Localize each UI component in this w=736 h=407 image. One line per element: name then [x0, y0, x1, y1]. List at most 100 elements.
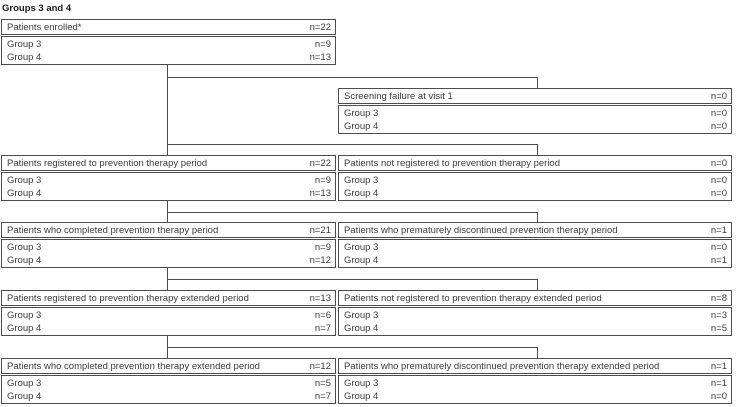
group-label: Group 4 — [7, 52, 42, 63]
group-n-value: n=0 — [710, 108, 727, 119]
box-n-value: n=22 — [309, 157, 331, 169]
group-row: Group 4 n=0 — [344, 187, 727, 200]
connector-branch-line — [167, 279, 538, 280]
group-label: Group 3 — [7, 310, 42, 321]
box-title: Patients who prematurely discontinued pr… — [344, 360, 660, 372]
box-body: Group 3 n=0 Group 4 n=1 — [338, 239, 732, 268]
box-n-value: n=0 — [710, 157, 727, 169]
box-title: Patients enrolled* — [7, 21, 82, 33]
group-row: Group 4 n=13 — [7, 187, 331, 200]
connector-branch-line — [167, 144, 538, 145]
box-header: Patients not registered to prevention th… — [338, 290, 732, 306]
group-label: Group 3 — [7, 378, 42, 389]
box-header: Patients who completed prevention therap… — [1, 222, 336, 238]
connector-stub-line — [537, 347, 538, 358]
group-n-value: n=1 — [710, 255, 727, 266]
group-n-value: n=13 — [309, 188, 331, 199]
group-label: Group 3 — [344, 378, 379, 389]
box-n-value: n=0 — [710, 90, 727, 102]
group-label: Group 4 — [344, 391, 379, 402]
box-header: Patients enrolled* n=22 — [1, 19, 336, 35]
group-n-value: n=9 — [314, 39, 331, 50]
group-n-value: n=5 — [314, 378, 331, 389]
connector-spine-line — [167, 65, 168, 155]
flow-box-patients-enrolled: Patients enrolled* n=22 Group 3 n=9 Group… — [1, 19, 336, 65]
group-label: Group 4 — [344, 255, 379, 266]
box-title: Patients registered to prevention therap… — [7, 157, 208, 169]
group-row: Group 4 n=1 — [344, 254, 727, 267]
box-body: Group 3 n=0 Group 4 n=0 — [338, 172, 732, 201]
connector-branch-line — [167, 212, 538, 213]
flow-box-registered-therapy: Patients registered to prevention therap… — [1, 155, 336, 201]
group-row: Group 4 n=5 — [344, 322, 727, 335]
connector-stub-line — [537, 77, 538, 88]
flow-box-completed-extended: Patients who completed prevention therap… — [1, 358, 336, 404]
flow-box-not-registered-extended: Patients not registered to prevention th… — [338, 290, 732, 336]
group-n-value: n=6 — [314, 310, 331, 321]
flow-box-discontinued-therapy: Patients who prematurely discontinued pr… — [338, 222, 732, 268]
box-title: Patients who completed prevention therap… — [7, 224, 219, 236]
box-title: Screening failure at visit 1 — [344, 90, 453, 102]
group-label: Group 4 — [7, 255, 42, 266]
box-header: Patients who completed prevention therap… — [1, 358, 336, 374]
box-n-value: n=1 — [710, 360, 727, 372]
group-label: Group 3 — [7, 175, 42, 186]
group-label: Group 4 — [344, 121, 379, 132]
flow-box-completed-therapy: Patients who completed prevention therap… — [1, 222, 336, 268]
group-row: Group 3 n=0 — [344, 174, 727, 187]
box-header: Patients not registered to prevention th… — [338, 155, 732, 171]
connector-branch-line — [167, 77, 538, 78]
group-row: Group 4 n=7 — [7, 390, 331, 403]
box-header: Patients registered to prevention therap… — [1, 155, 336, 171]
group-label: Group 3 — [344, 108, 379, 119]
box-header: Screening failure at visit 1 n=0 — [338, 88, 732, 104]
group-label: Group 4 — [7, 391, 42, 402]
flow-box-registered-extended: Patients registered to prevention therap… — [1, 290, 336, 336]
group-n-value: n=0 — [710, 188, 727, 199]
group-label: Group 4 — [344, 323, 379, 334]
connector-branch-line — [167, 347, 538, 348]
group-label: Group 4 — [344, 188, 379, 199]
group-row: Group 3 n=6 — [7, 309, 331, 322]
connector-stub-line — [537, 279, 538, 290]
group-label: Group 3 — [344, 175, 379, 186]
group-label: Group 3 — [344, 310, 379, 321]
box-body: Group 3 n=5 Group 4 n=7 — [1, 375, 336, 404]
group-n-value: n=12 — [309, 255, 331, 266]
group-row: Group 3 n=9 — [7, 38, 331, 51]
group-n-value: n=0 — [710, 175, 727, 186]
group-n-value: n=0 — [710, 121, 727, 132]
box-header: Patients registered to prevention therap… — [1, 290, 336, 306]
box-body: Group 3 n=0 Group 4 n=0 — [338, 105, 732, 134]
flow-box-screening-failure: Screening failure at visit 1 n=0 Group 3… — [338, 88, 732, 134]
group-label: Group 4 — [7, 188, 42, 199]
flow-box-discontinued-extended: Patients who prematurely discontinued pr… — [338, 358, 732, 404]
group-label: Group 3 — [344, 242, 379, 253]
group-label: Group 4 — [7, 323, 42, 334]
connector-stub-line — [537, 212, 538, 222]
group-n-value: n=7 — [314, 391, 331, 402]
box-n-value: n=1 — [710, 224, 727, 236]
box-title: Patients not registered to prevention th… — [344, 157, 560, 169]
box-n-value: n=21 — [309, 224, 331, 236]
group-row: Group 3 n=0 — [344, 241, 727, 254]
box-n-value: n=8 — [710, 292, 727, 304]
group-n-value: n=0 — [710, 242, 727, 253]
group-row: Group 4 n=0 — [344, 120, 727, 133]
connector-stub-line — [537, 144, 538, 155]
group-n-value: n=5 — [710, 323, 727, 334]
group-row: Group 4 n=12 — [7, 254, 331, 267]
group-label: Group 3 — [7, 39, 42, 50]
